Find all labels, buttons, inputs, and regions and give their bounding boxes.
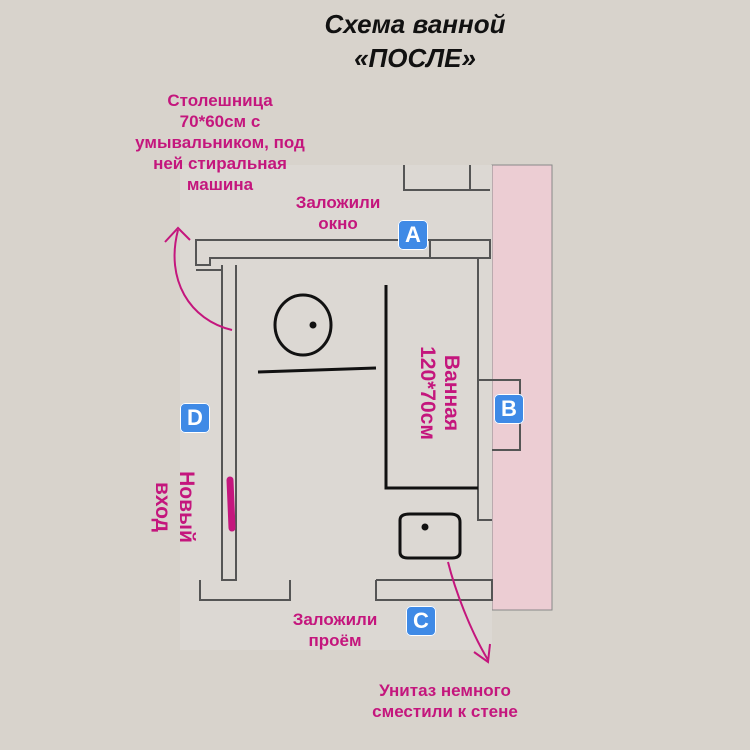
doorway-annotation: Заложили проём xyxy=(292,610,378,650)
toilet-arrow xyxy=(447,561,491,664)
plan-paper xyxy=(180,165,492,650)
left-wall xyxy=(196,265,237,581)
toilet xyxy=(398,512,462,560)
marker-b: B xyxy=(494,394,524,424)
neighbor-wall-area xyxy=(491,164,553,611)
marker-d: D xyxy=(180,403,210,433)
marker-c: C xyxy=(406,606,436,636)
diagram-title: Схема ванной xyxy=(324,9,506,39)
bath-annotation: Ванная 120*70см xyxy=(416,346,463,440)
toilet-annotation: Унитаз немного сместили к стене xyxy=(372,681,518,721)
top-wall xyxy=(195,165,491,266)
bathtub xyxy=(384,285,478,490)
new-entrance-annotation: Новый вход xyxy=(151,471,198,543)
window-annotation: Заложили окно xyxy=(295,193,381,233)
countertop-arrow xyxy=(164,226,233,331)
new-entrance-mark xyxy=(226,476,236,532)
marker-a: A xyxy=(398,220,428,250)
sink xyxy=(257,293,377,374)
diagram-subtitle: «ПОСЛЕ» xyxy=(354,43,476,73)
countertop-annotation: Столешница 70*60см с умывальником, под н… xyxy=(135,91,305,194)
